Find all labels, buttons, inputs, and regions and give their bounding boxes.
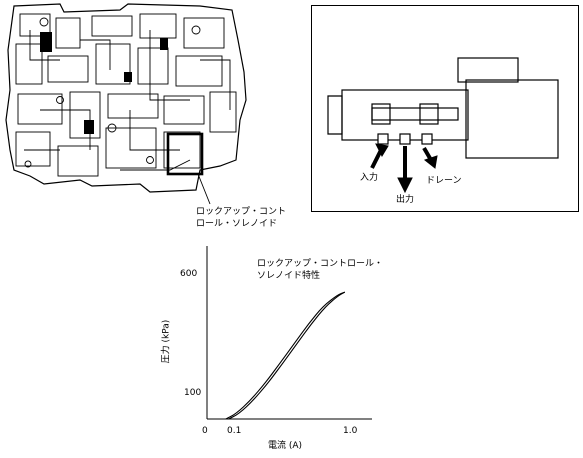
bore-16 [15, 131, 51, 167]
bolt-hole-1 [39, 17, 49, 27]
input-arrow [375, 143, 389, 158]
bore-11 [17, 93, 63, 125]
y-axis-label: 圧力 (kPa) [161, 319, 172, 364]
solenoid-detail-frame [311, 5, 579, 212]
output-arrow [397, 177, 413, 194]
port-input [377, 133, 389, 145]
bore-8 [95, 43, 131, 85]
bore-9 [137, 47, 169, 85]
solenoid-coil-housing [465, 79, 559, 159]
bolt-hole-5 [146, 156, 154, 164]
bore-6 [15, 43, 43, 85]
spool-land-2 [419, 103, 439, 125]
channel-3 [24, 149, 191, 171]
dark-part-2 [160, 38, 168, 50]
valve-body-outline [5, 3, 247, 193]
callout-label-line1: ロックアップ・コント [196, 207, 287, 217]
bore-10 [175, 55, 223, 87]
dark-part-3 [84, 120, 94, 134]
bore-13 [107, 93, 159, 119]
bore-4 [139, 13, 177, 39]
bore-14 [163, 95, 205, 125]
bore-2 [55, 17, 81, 49]
y-tick-label-100: 100 [184, 388, 202, 398]
x-axis-label: 電流 (A) [268, 441, 303, 451]
spool-land-1 [371, 103, 391, 125]
label-drain: ドレーン [426, 176, 462, 186]
bore-3 [91, 15, 133, 37]
bolt-hole-2 [191, 25, 201, 35]
bore-18 [105, 127, 157, 169]
characteristic-curve-2 [228, 291, 346, 420]
dark-part-4 [124, 72, 132, 82]
dark-part-1 [40, 32, 52, 52]
bore-12 [69, 91, 101, 139]
bore-1 [19, 13, 51, 37]
bore-7 [47, 55, 89, 83]
bolt-hole-6 [24, 160, 32, 168]
port-drain [421, 133, 433, 145]
chart-title-line1: ロックアップ・コントロール・ [257, 259, 384, 269]
port-output [399, 133, 411, 145]
solenoid-connector [457, 57, 519, 83]
bolt-hole-4 [56, 96, 64, 104]
channel-1 [29, 30, 190, 101]
label-output: 出力 [396, 195, 415, 205]
solenoid-valve-end [327, 95, 343, 135]
bore-15 [209, 91, 237, 133]
bore-17 [57, 145, 99, 177]
label-input: 入力 [360, 173, 379, 183]
x-tick-label-1.0: 1.0 [343, 426, 358, 436]
callout-label-line2: ロール・ソレノイド [196, 219, 278, 229]
x-tick-label-0: 0 [202, 426, 208, 436]
channel-2 [40, 59, 231, 151]
x-tick-label-0.1: 0.1 [227, 426, 242, 436]
y-tick-label-600: 600 [180, 269, 198, 279]
characteristic-curve-1 [225, 291, 345, 420]
drain-arrow [423, 155, 438, 169]
bore-5 [183, 17, 225, 49]
lockup-solenoid-highlight [166, 132, 204, 176]
bolt-hole-3 [107, 123, 117, 133]
callout-leader-line [197, 173, 211, 205]
chart-title-line2: ソレノイド特性 [257, 271, 321, 281]
